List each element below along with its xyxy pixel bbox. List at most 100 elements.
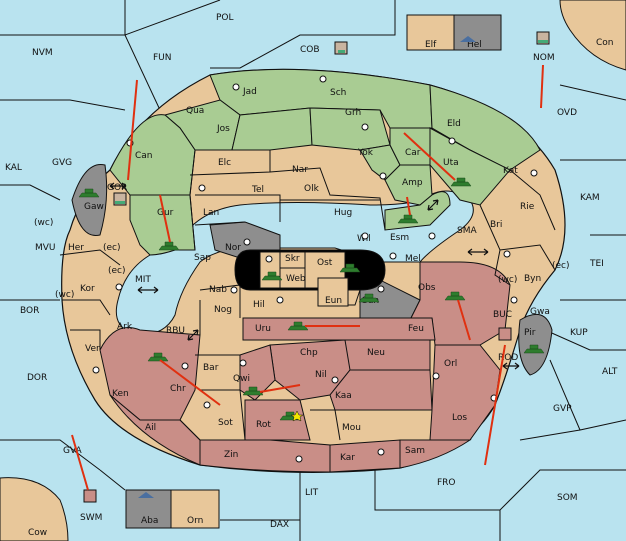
label-gvg: GVG (52, 158, 72, 168)
supply-center-icon (389, 252, 397, 260)
supply-center-icon (377, 448, 385, 456)
label-ken: Ken (112, 389, 129, 399)
region-sam[interactable] (399, 439, 472, 469)
label-hel: Hel (467, 40, 482, 50)
region-orn[interactable] (170, 489, 220, 529)
region-gur-sap[interactable] (129, 194, 196, 256)
region-zin[interactable] (199, 439, 331, 473)
fleet-icon[interactable] (334, 41, 348, 55)
supply-center-icon (377, 285, 385, 293)
supply-center-icon (181, 362, 189, 370)
double-arrow-icon (109, 182, 127, 190)
label-olk: Olk (304, 184, 320, 194)
region-orl-los[interactable] (429, 344, 501, 441)
label-pol: POL (216, 13, 234, 23)
label-eld: Eld (447, 119, 461, 129)
supply-center-icon (230, 286, 238, 294)
region-kaa[interactable] (329, 369, 433, 411)
region-qwi[interactable] (239, 344, 276, 401)
supply-center-icon (530, 169, 538, 177)
arrow-icon (484, 344, 506, 466)
label-kar: Kar (340, 453, 355, 463)
label-los: Los (452, 413, 467, 423)
label-grh: Grh (345, 108, 361, 118)
label-kal: KAL (5, 163, 22, 173)
label-nvm: NVM (32, 48, 53, 58)
fleet-icon[interactable] (460, 36, 476, 42)
label-gaw: Gaw (84, 202, 104, 212)
label-obs: Obs (418, 283, 436, 293)
region-con[interactable] (559, 0, 626, 71)
army-icon (450, 177, 472, 187)
label-bri: Bri (490, 220, 502, 230)
label-mou: Mou (342, 423, 361, 433)
label-kam: KAM (580, 193, 600, 203)
supply-center-icon (432, 372, 440, 380)
double-arrow-icon (502, 362, 520, 370)
fleet-icon[interactable] (113, 192, 127, 206)
region-cow[interactable] (0, 477, 69, 541)
label-qwi: Qwi (233, 374, 250, 384)
region-uru-feu[interactable] (242, 317, 436, 341)
region-neu[interactable] (344, 339, 431, 371)
region-eld[interactable] (429, 84, 541, 171)
label-gwa: Gwa (530, 307, 550, 317)
label-tel: Tel (251, 185, 264, 195)
label-car: Car (405, 148, 421, 158)
label-fro: FRO (437, 478, 456, 488)
supply-center-icon (331, 376, 339, 384)
supply-center-icon (361, 232, 369, 240)
supply-center-icon (243, 238, 251, 246)
supply-center-icon (361, 123, 369, 131)
region-pir[interactable] (518, 313, 553, 376)
label-swm: SWM (80, 513, 102, 523)
label-jad: Jad (242, 87, 257, 97)
region-hel[interactable] (453, 14, 502, 51)
label-wc-3: (wc) (498, 275, 517, 285)
army-icon (242, 386, 264, 396)
supply-center-icon (295, 455, 303, 463)
label-jos: Jos (216, 124, 230, 134)
arrow-icon (127, 79, 138, 181)
label-ver: Ver (85, 344, 100, 354)
supply-center-icon (92, 366, 100, 374)
label-kaa: Kaa (335, 391, 352, 401)
supply-centers (92, 75, 538, 463)
arrow-icon (71, 434, 89, 491)
fleet-icon[interactable] (498, 327, 512, 341)
label-aba: Aba (141, 516, 158, 526)
label-ark: Ark (117, 322, 133, 332)
label-neu: Neu (367, 348, 385, 358)
label-con: Con (596, 38, 614, 48)
region-elf[interactable] (406, 14, 455, 51)
label-tei: TEI (589, 259, 604, 269)
supply-center-icon (379, 172, 387, 180)
arrow-icon (540, 64, 544, 109)
label-orl: Orl (444, 359, 457, 369)
label-cob: COB (300, 45, 320, 55)
fleet-icon[interactable] (138, 492, 154, 498)
green-territories (109, 68, 541, 256)
region-rot[interactable] (244, 399, 311, 441)
region-eun[interactable] (317, 277, 349, 307)
label-ovd: OVD (557, 108, 577, 118)
label-nab: Nab (209, 285, 227, 295)
double-arrow-icon (427, 199, 439, 211)
fleets (83, 31, 550, 503)
label-orn: Orn (187, 516, 203, 526)
region-gaw[interactable] (71, 163, 108, 237)
fleet-icon[interactable] (83, 489, 97, 503)
label-sch: Sch (330, 88, 346, 98)
label-dax: DAX (270, 520, 289, 530)
label-byn: Byn (524, 274, 541, 284)
label-sot: Sot (218, 418, 233, 428)
double-arrow-icon (137, 286, 159, 294)
label-ec-1: (ec) (103, 243, 121, 253)
army-icon (444, 291, 466, 301)
label-feu: Feu (408, 324, 424, 334)
label-ost: Ost (317, 258, 333, 268)
fleet-icon[interactable] (536, 31, 550, 45)
label-lit: LIT (305, 488, 319, 498)
